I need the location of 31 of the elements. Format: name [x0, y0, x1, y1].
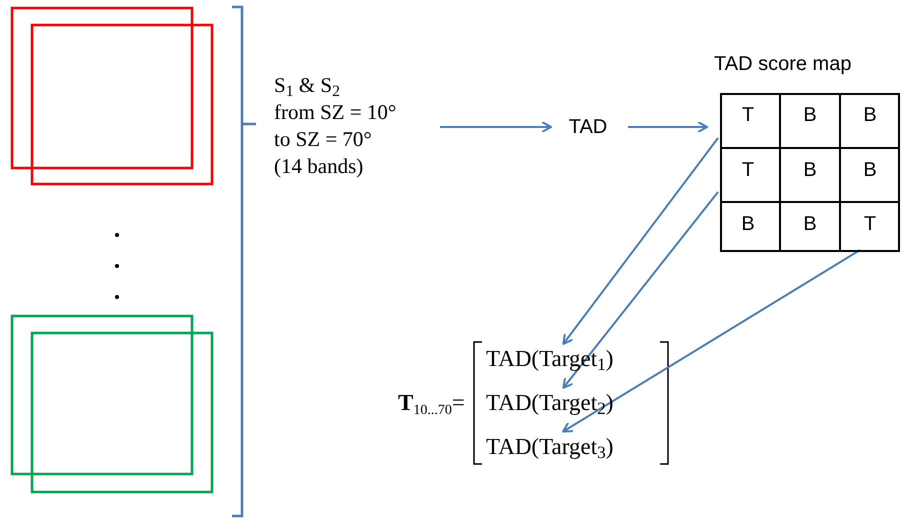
- arrow: [562, 191, 719, 389]
- grid-cell: [780, 93, 840, 148]
- cell-letter: B: [863, 103, 877, 128]
- cell-letter: B: [863, 158, 877, 183]
- grid-title: TAD score map: [714, 53, 852, 75]
- grid-cell: [720, 93, 780, 148]
- cell-letter: B: [803, 212, 817, 237]
- text-line: to SZ = 70°: [274, 126, 373, 153]
- cell-letter: T: [742, 103, 754, 128]
- grid-cell: [720, 148, 780, 202]
- arrow: [440, 121, 552, 133]
- arrow: [562, 249, 861, 433]
- grid-cell: [780, 148, 840, 202]
- text-line: (14 bands): [274, 153, 364, 180]
- grid-cell: [840, 148, 900, 202]
- grid-cell: [840, 202, 900, 252]
- grid-cell: [720, 202, 780, 252]
- cell-letter: B: [803, 158, 817, 183]
- process-label: TAD: [568, 115, 608, 140]
- text-line: from SZ = 10°: [274, 99, 398, 126]
- cell-letter: T: [864, 212, 876, 237]
- cell-letter: T: [742, 158, 754, 183]
- cell-letter: B: [741, 212, 755, 237]
- equation-label: T$_{10...70}$=: [398, 390, 465, 415]
- text-line: S$_{1}$ & S$_{2}$: [274, 72, 341, 99]
- matrix-entry: TAD(Target$_{3}$): [486, 432, 614, 464]
- grid-cell: [780, 202, 840, 252]
- grid-cell: [840, 93, 900, 148]
- cell-letter: B: [803, 103, 817, 128]
- arrow: [562, 137, 719, 345]
- arrow: [628, 121, 708, 133]
